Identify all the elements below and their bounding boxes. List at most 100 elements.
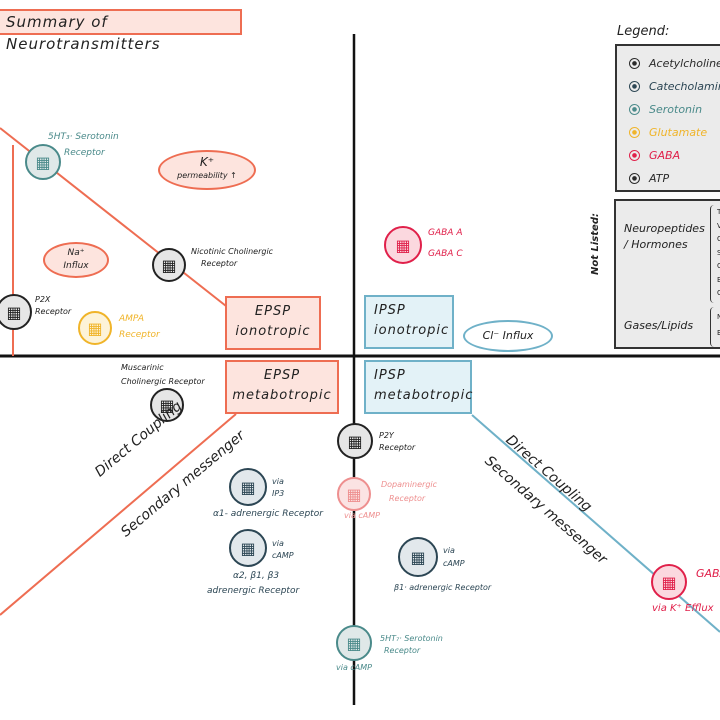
- legend-item-glutamate: ● Glutamate: [617, 121, 720, 144]
- nicotinic-receptor-text: Receptor: [201, 259, 238, 268]
- k-permeability-ellipse: K⁺ permeability ↑: [158, 150, 256, 190]
- muscarinic-receptor-text: Cholinergic Receptor: [121, 377, 205, 386]
- gaba-b-messenger-label: via K⁺ Efflux: [652, 603, 714, 614]
- catecholamine-legend-icon: ●: [629, 81, 640, 92]
- neuropeptide-item: T: [717, 208, 720, 216]
- gas-lipid-item: E: [717, 329, 720, 337]
- legend-title: Legend:: [617, 24, 670, 39]
- acetylcholine-legend-icon: ●: [629, 58, 640, 69]
- alpha2-beta-adrenergic-label: α2, β1, β3 adrenergic Receptor: [207, 570, 299, 598]
- dopaminergic-messenger-label: via cAMP: [344, 511, 380, 520]
- ampa-receptor-text: Receptor: [119, 330, 160, 340]
- legend-item-acetylcholine: ● Acetylcholine: [617, 52, 720, 75]
- epsp-metabotropic-box: EPSP metabotropic: [225, 360, 339, 414]
- gases-brace: [710, 307, 715, 347]
- beta1-adrenergic-label: β1· adrenergic Receptor: [394, 583, 492, 592]
- p2x-label: P2X Receptor: [35, 294, 71, 318]
- neuropeptide-item: O: [717, 235, 720, 243]
- serotonin-5ht3-receptor-icon: ▦: [25, 144, 61, 180]
- glutamate-legend-icon: ●: [629, 127, 640, 138]
- serotonin-5ht7-messenger-label: via cAMP: [336, 663, 372, 672]
- serotonin-5ht3-receptor-text: Receptor: [64, 148, 105, 158]
- neuropeptides-text: Neuropeptides: [624, 222, 705, 235]
- serotonin-5ht7-receptor-icon: ▦: [336, 625, 372, 661]
- gaba-ab-receptor-icon: ▦: [384, 226, 422, 264]
- serotonin-5ht7-receptor-text: Receptor: [384, 646, 421, 655]
- serotonin-legend-icon: ●: [629, 104, 640, 115]
- atp-legend-icon: ●: [629, 173, 640, 184]
- epsp-ionotropic-line2: ionotropic: [235, 324, 311, 339]
- ipsp-ionotropic-line1: IPSP: [374, 303, 406, 318]
- muscarinic-label: Muscarinic Cholinergic Receptor: [121, 362, 205, 388]
- neuropeptide-item: S: [717, 248, 720, 257]
- muscarinic-name: Muscarinic: [121, 363, 164, 372]
- gaba-a-name: GABA A: [428, 228, 463, 238]
- legend-box: ● Acetylcholine ● Catecholamine ● Serotonin ● G…: [615, 44, 720, 192]
- alpha2-beta-adrenergic-text: adrenergic Receptor: [207, 586, 300, 596]
- nicotinic-receptor-icon: ▦: [152, 248, 186, 282]
- legend-item-catecholamine: ● Catecholamine: [617, 75, 720, 98]
- ipsp-metabotropic-line1: IPSP: [374, 368, 406, 383]
- ipsp-metabotropic-line2: metabotropic: [374, 388, 474, 403]
- ipsp-ionotropic-box: IPSP ionotropic: [364, 295, 454, 349]
- alpha1-adrenergic-label: α1- adrenergic Receptor: [213, 509, 323, 519]
- legend-item-label: Serotonin: [649, 103, 703, 116]
- gaba-legend-icon: ●: [629, 150, 640, 161]
- beta1-via: via: [443, 546, 455, 555]
- legend-item-label: Glutamate: [649, 126, 708, 139]
- ipsp-ionotropic-line2: ionotropic: [374, 323, 450, 338]
- neuropeptide-item: V: [717, 221, 720, 230]
- neuropeptide-item: E: [717, 275, 720, 284]
- p2x-name: P2X: [35, 295, 51, 304]
- influx-label: Influx: [63, 261, 89, 271]
- alpha1-messenger: IP3: [272, 489, 285, 498]
- gaba-b-label: GABA B: [696, 567, 720, 580]
- p2x-receptor-text: Receptor: [35, 307, 72, 316]
- permeability-label: permeability ↑: [177, 171, 237, 180]
- nicotinic-label: Nicotinic Cholinergic Receptor: [191, 246, 273, 270]
- ampa-receptor-icon: ▦: [78, 311, 112, 345]
- neuropeptides-label: Neuropeptides / Hormones: [624, 221, 705, 253]
- beta1-messenger-label: via cAMP: [443, 545, 465, 570]
- ampa-name: AMPA: [119, 314, 145, 324]
- cl-influx-ellipse: Cl⁻ Influx: [463, 320, 553, 352]
- ampa-label: AMPA Receptor: [119, 313, 160, 342]
- dopaminergic-name: Dopaminergic: [381, 480, 438, 489]
- alpha2-beta-messenger: cAMP: [272, 551, 294, 560]
- legend-item-label: Catecholamine: [649, 80, 720, 93]
- epsp-ionotropic-line1: EPSP: [254, 304, 292, 319]
- na-influx-ellipse: Na⁺ Influx: [43, 242, 109, 278]
- p2y-receptor-icon: ▦: [337, 423, 373, 459]
- p2x-receptor-icon: ▦: [0, 294, 32, 330]
- alpha2-beta-subtypes: α2, β1, β3: [233, 571, 280, 581]
- gas-lipid-item: N: [717, 313, 720, 321]
- gaba-c-name: GABA C: [428, 249, 463, 259]
- neuropeptide-item: O: [717, 289, 720, 297]
- legend-item-label: Acetylcholine: [649, 57, 720, 70]
- serotonin-5ht3-label: 5HT₃· Serotonin Receptor: [48, 131, 119, 160]
- epsp-metabotropic-line1: EPSP: [263, 368, 301, 383]
- neuropeptide-item: C: [717, 262, 720, 270]
- legend-item-gaba: ● GABA: [617, 144, 720, 167]
- gaba-ab-label: GABA A GABA C: [428, 227, 463, 261]
- serotonin-5ht3-name: 5HT₃· Serotonin: [48, 132, 119, 142]
- serotonin-5ht7-name: 5HT₇· Serotonin: [380, 634, 443, 643]
- epsp-metabotropic-line2: metabotropic: [232, 388, 332, 403]
- beta1-adrenergic-receptor-icon: ▦: [398, 537, 438, 577]
- dopaminergic-receptor-icon: ▦: [337, 477, 371, 511]
- na-ion-label: Na⁺: [67, 248, 85, 258]
- not-listed-label: Not Listed:: [590, 213, 601, 275]
- page-title: Summary of Neurotransmitters: [0, 9, 242, 53]
- legend-item-label: GABA: [649, 149, 681, 162]
- hormones-text: / Hormones: [624, 238, 688, 251]
- muscarinic-receptor-icon: ▦: [150, 388, 184, 422]
- epsp-ionotropic-box: EPSP ionotropic: [225, 296, 321, 350]
- alpha2-beta-adrenergic-receptor-icon: ▦: [229, 529, 267, 567]
- k-ion-label: K⁺: [199, 155, 215, 169]
- epsp-metabo-diagonal-line: [0, 413, 237, 616]
- alpha2-beta-messenger-label: via cAMP: [272, 538, 294, 562]
